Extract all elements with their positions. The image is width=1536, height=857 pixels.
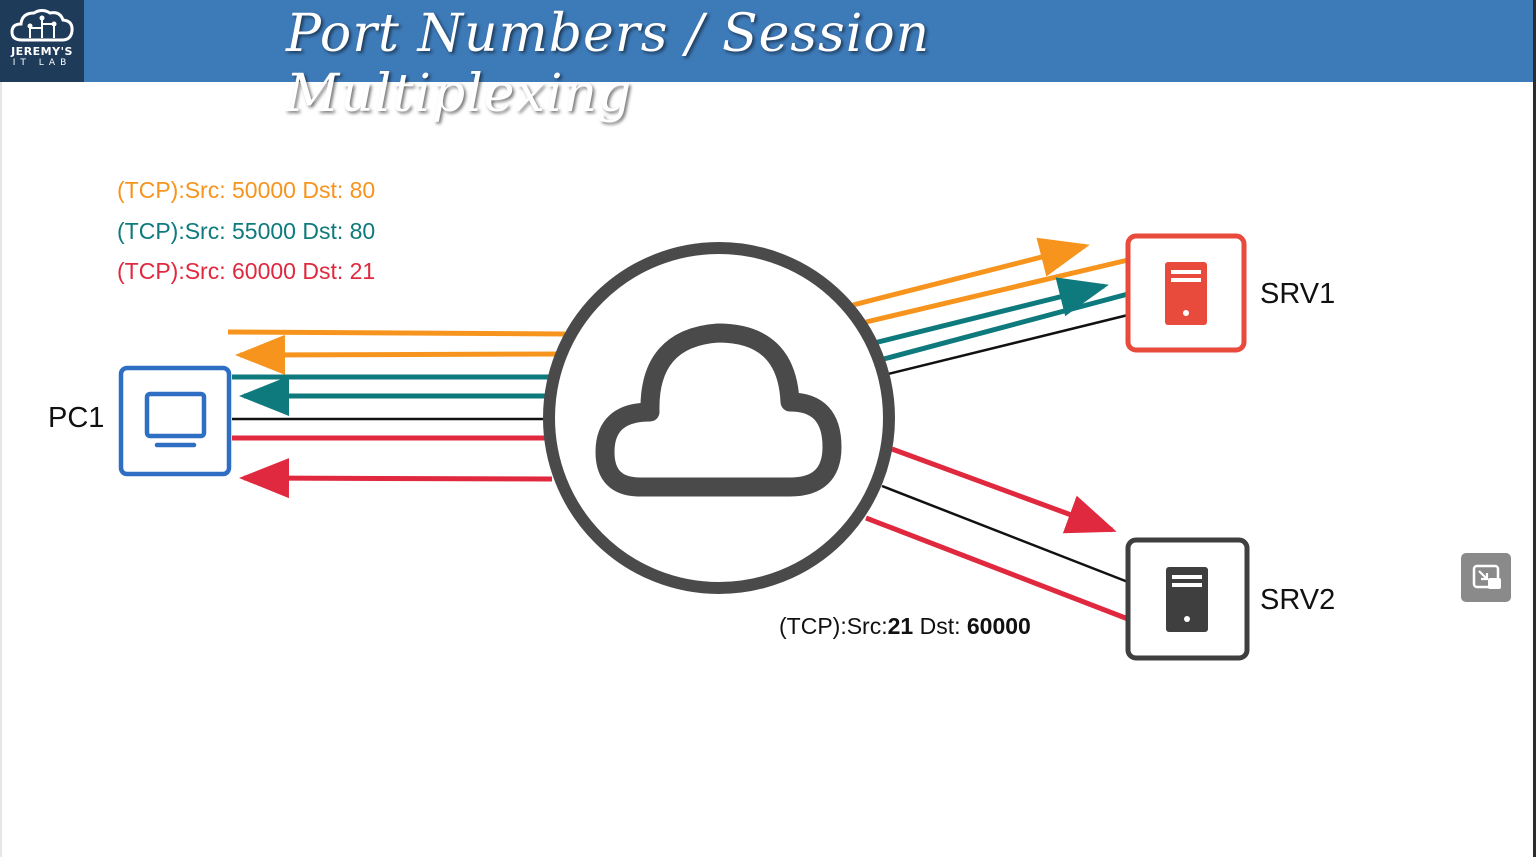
srv2-label: SRV2 xyxy=(1260,584,1336,616)
header-bar: JEREMY'S IT LAB Port Numbers / Session M… xyxy=(0,0,1536,124)
logo-line2: IT LAB xyxy=(12,58,72,68)
return-src-port: 21 xyxy=(887,613,914,639)
srv1-device xyxy=(1125,233,1247,353)
orange-arrow-to-pc1 xyxy=(235,334,566,375)
srv1-links xyxy=(852,237,1129,376)
return-session-label: (TCP):Src:21 Dst: 60000 xyxy=(779,613,1031,640)
red-link-srv2 xyxy=(865,515,1129,622)
picture-in-picture-button[interactable] xyxy=(1461,553,1511,602)
right-border xyxy=(1533,0,1536,857)
pc1-label: PC1 xyxy=(48,402,105,434)
internet-cloud xyxy=(543,242,895,594)
orange-arrow-to-srv1 xyxy=(852,237,1090,308)
srv2-device xyxy=(1125,537,1250,661)
return-dst-port: 60000 xyxy=(966,613,1031,639)
pc1-device xyxy=(118,365,232,477)
teal-arrow-to-srv1 xyxy=(873,277,1109,346)
srv1-label: SRV1 xyxy=(1260,278,1336,310)
srv2-links xyxy=(865,446,1129,622)
return-mid: Dst: xyxy=(913,613,967,639)
legend-orange: (TCP):Src: 50000 Dst: 80 xyxy=(117,177,376,203)
orange-link-srv1 xyxy=(865,257,1129,325)
cloud-icon xyxy=(595,323,842,497)
orange-link-top xyxy=(227,329,566,337)
teal-link-srv1 xyxy=(879,291,1129,363)
slide-title: Port Numbers / Session Multiplexing xyxy=(286,4,931,124)
legend-red: (TCP):Src: 60000 Dst: 21 xyxy=(117,258,376,284)
return-prefix: (TCP):Src: xyxy=(779,613,888,639)
left-border xyxy=(0,82,2,857)
picture-in-picture-icon xyxy=(1472,564,1501,589)
server-icon xyxy=(1166,567,1208,632)
logo-line1: JEREMY'S xyxy=(11,45,73,58)
server-icon xyxy=(1165,262,1207,325)
red-arrow-to-pc1 xyxy=(239,458,553,499)
black-link-srv1 xyxy=(887,313,1129,376)
legend-teal: (TCP):Src: 55000 Dst: 80 xyxy=(117,218,376,244)
red-arrow-to-srv2 xyxy=(891,446,1117,534)
logo: JEREMY'S IT LAB xyxy=(0,0,84,82)
monitor-icon xyxy=(144,391,207,448)
black-link-srv2 xyxy=(881,484,1129,584)
pc1-links xyxy=(227,329,566,499)
cloud-brain-icon xyxy=(10,9,74,42)
